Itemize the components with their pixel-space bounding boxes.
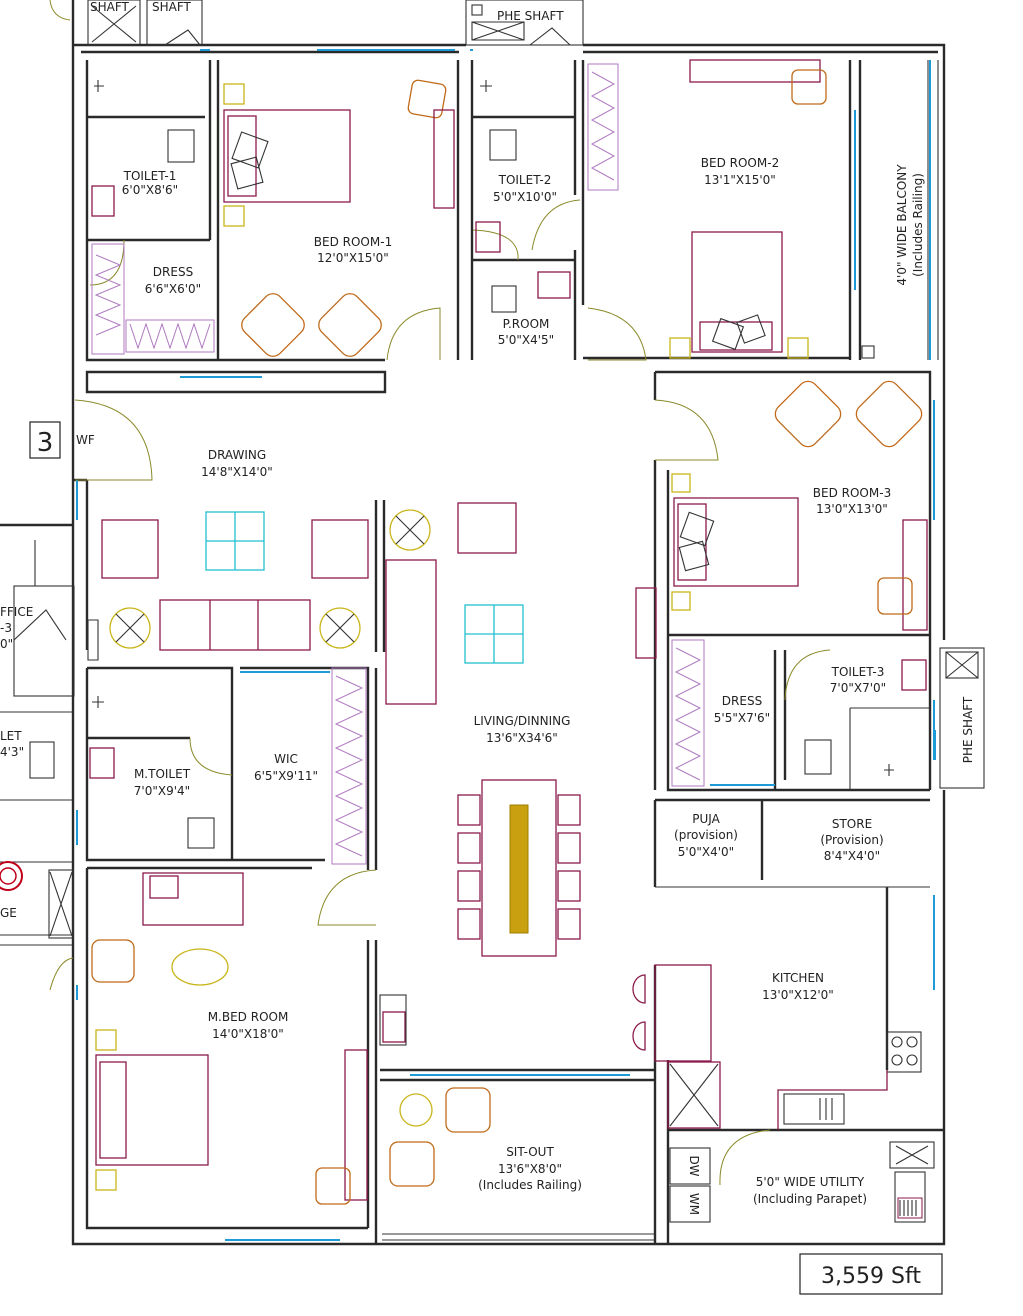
bed-room-3-name: BED ROOM-3 <box>813 486 891 500</box>
neighbor-toilet-size: 4'3" <box>0 745 24 759</box>
shaft-1-label: SHAFT <box>90 0 130 14</box>
dress-1-wardrobe <box>91 243 215 355</box>
sit-out-size: 13'6"X8'0" <box>498 1162 562 1176</box>
bed-room-3-size: 13'0"X13'0" <box>816 502 888 516</box>
shaft-2-label: SHAFT <box>152 0 192 14</box>
bed-room-2-name: BED ROOM-2 <box>701 156 779 170</box>
toilet-2-name: TOILET-2 <box>498 173 552 187</box>
living-size: 13'6"X34'6" <box>486 731 558 745</box>
bed-room-2-furniture <box>587 59 827 359</box>
bed-room-3-furniture <box>635 380 928 659</box>
area-value: 3,559 Sft <box>821 1264 921 1289</box>
puja-note: (provision) <box>674 828 738 842</box>
dress-1-name: DRESS <box>153 265 193 279</box>
drawing-furniture <box>87 500 431 661</box>
store-size: 8'4"X4'0" <box>824 849 880 863</box>
living-name: LIVING/DINNING <box>474 714 571 728</box>
bed-room-2-size: 13'1"X15'0" <box>704 173 776 187</box>
m-toilet-name: M.TOILET <box>134 767 191 781</box>
wic-name: WIC <box>274 752 298 766</box>
interior-walls <box>73 60 944 1244</box>
neighbor-ge-label: GE <box>0 906 17 920</box>
bed-room-1-name: BED ROOM-1 <box>314 235 392 249</box>
balcony-note: (Includes Railing) <box>911 173 925 277</box>
m-bed-room-size: 14'0"X18'0" <box>212 1027 284 1041</box>
toilet-3-name: TOILET-3 <box>831 665 885 679</box>
p-room-size: 5'0"X4'5" <box>498 333 554 347</box>
room-labels: SHAFT SHAFT PHE SHAFT TOILET-1 6'0"X8'6"… <box>76 0 975 1215</box>
plot-number-badge: 3 <box>29 421 61 459</box>
phe-shaft-right-label: PHE SHAFT <box>961 696 975 763</box>
neighbor-office-code: -3 <box>0 621 12 635</box>
p-room-name: P.ROOM <box>503 317 550 331</box>
plot-number: 3 <box>37 428 54 458</box>
puja-size: 5'0"X4'0" <box>678 845 734 859</box>
toilet-3-fixtures <box>804 659 930 790</box>
phe-shaft-right-box <box>939 647 985 789</box>
neighbor-office-size: 0" <box>0 637 13 651</box>
p-room-fixtures <box>491 271 571 313</box>
m-toilet-fixtures <box>89 696 215 849</box>
dress-3-size: 5'5"X7'6" <box>714 711 770 725</box>
kitchen-size: 13'0"X12'0" <box>762 988 834 1002</box>
neighbor-office-label: FFICE <box>0 605 33 619</box>
neighbor-unit <box>0 523 75 991</box>
toilet-3-size: 7'0"X7'0" <box>830 681 886 695</box>
area-badge: 3,559 Sft <box>799 1253 943 1295</box>
toilet-1-size: 6'0"X8'6" <box>122 183 178 197</box>
m-bed-room-name: M.BED ROOM <box>208 1010 289 1024</box>
bed-room-1-size: 12'0"X15'0" <box>317 251 389 265</box>
m-bed-room-furniture <box>91 872 368 1205</box>
m-bed-sink <box>379 994 407 1046</box>
kitchen-fixtures <box>632 886 930 1130</box>
wic-wardrobe <box>331 667 367 865</box>
drawing-size: 14'8"X14'0" <box>201 465 273 479</box>
neighbor-labels: FFICE -3 0" LET 4'3" GE <box>0 605 33 920</box>
toilet-2-fixtures <box>475 80 517 253</box>
dress-3-name: DRESS <box>722 694 762 708</box>
living-furniture <box>385 502 581 957</box>
sit-out-furniture <box>382 1087 655 1241</box>
utility-fixtures <box>669 1141 935 1223</box>
doors <box>74 199 831 1186</box>
utility-note: (Including Parapet) <box>753 1192 867 1206</box>
kitchen-name: KITCHEN <box>772 971 824 985</box>
bed-room-1-chairs <box>241 79 455 357</box>
sit-out-name: SIT-OUT <box>506 1145 554 1159</box>
wf-label: WF <box>76 433 95 447</box>
store-note: (Provision) <box>820 833 883 847</box>
bed-1 <box>223 83 351 227</box>
wm-label: WM <box>687 1193 701 1215</box>
balcony-name: 4'0" WIDE BALCONY <box>895 164 909 286</box>
toilet-1-name: TOILET-1 <box>123 169 177 183</box>
dress-3-wardrobe <box>671 639 705 787</box>
balcony-railing <box>861 60 939 360</box>
toilet-1-fixtures <box>91 80 195 217</box>
windows <box>76 49 936 1241</box>
phe-shaft-top-label: PHE SHAFT <box>497 9 564 23</box>
toilet-2-size: 5'0"X10'0" <box>493 190 557 204</box>
top-shafts <box>49 0 584 46</box>
dress-1-size: 6'6"X6'0" <box>145 282 201 296</box>
neighbor-toilet-label: LET <box>0 729 22 743</box>
drawing-name: DRAWING <box>208 448 266 462</box>
sit-out-note: (Includes Railing) <box>478 1178 582 1192</box>
dw-label: DW <box>687 1155 701 1176</box>
wic-size: 6'5"X9'11" <box>254 769 318 783</box>
store-name: STORE <box>832 817 872 831</box>
utility-name: 5'0" WIDE UTILITY <box>756 1175 865 1189</box>
m-toilet-size: 7'0"X9'4" <box>134 784 190 798</box>
puja-name: PUJA <box>692 812 720 826</box>
